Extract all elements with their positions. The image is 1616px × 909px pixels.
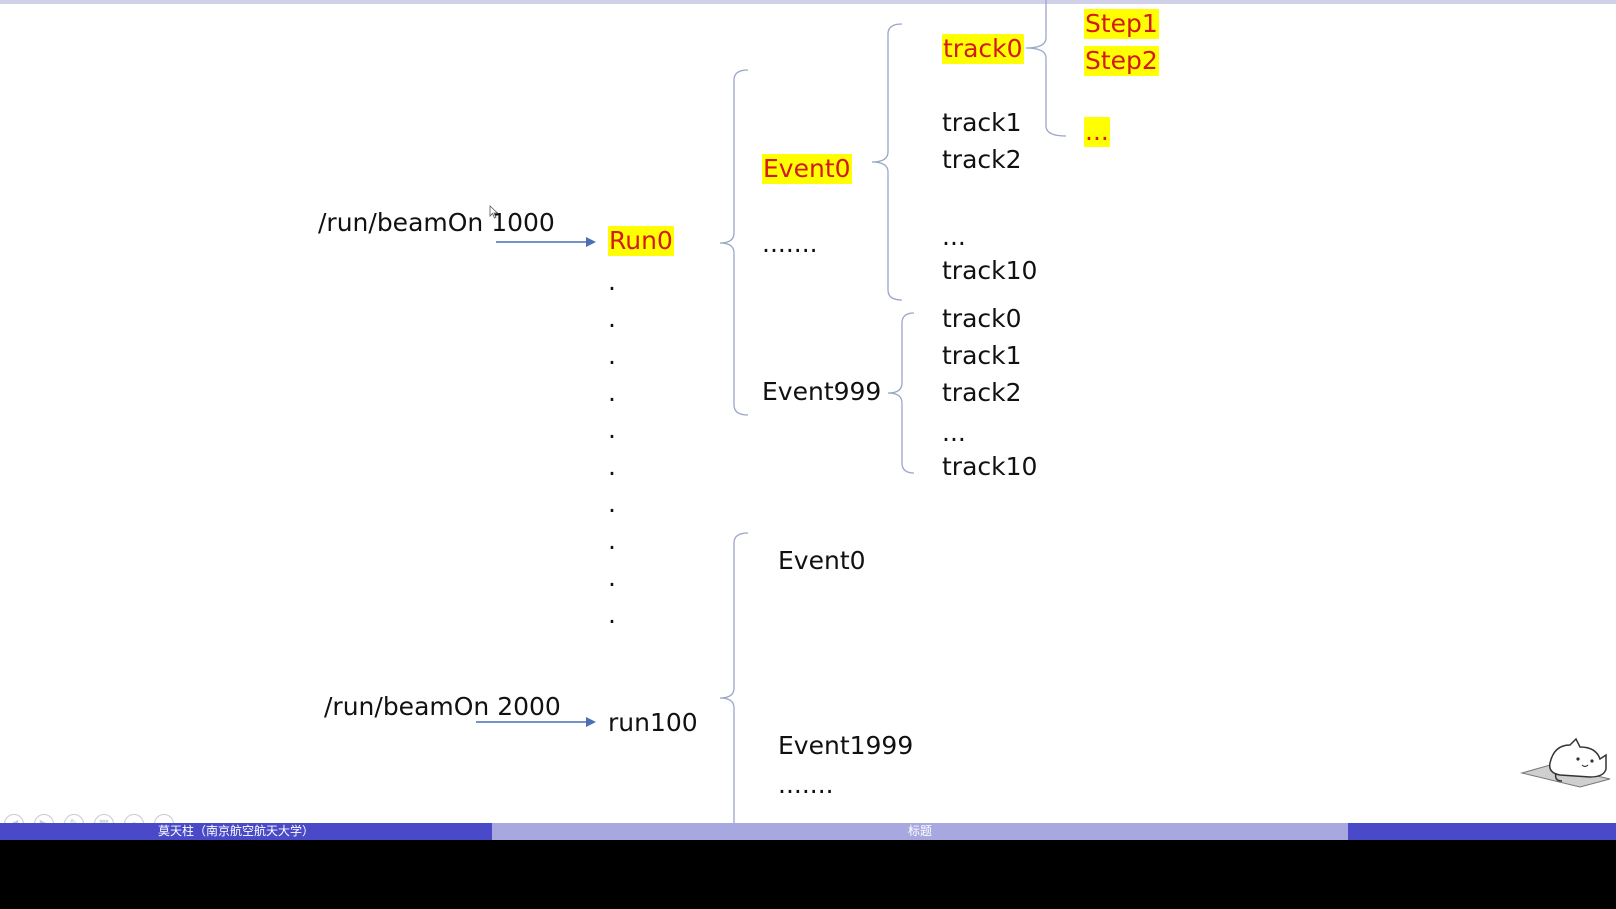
slide-canvas: /run/beamOn 1000 /run/beamOn 2000 Run0 r…: [0, 0, 1616, 823]
event0-track1-label: track1: [942, 108, 1022, 137]
arrowhead-run100: [586, 717, 596, 727]
track0-step1-label: Step1: [1084, 9, 1159, 39]
event0-track10-label: track10: [942, 256, 1038, 285]
brace-event0-tracks: [871, 23, 903, 301]
connector-lines: [476, 0, 1067, 823]
event0-track0-label: track0: [942, 34, 1024, 64]
footer-author: 莫天柱（南京航空航天大学）: [158, 824, 315, 838]
slide-footer: 莫天柱（南京航空航天大学） 标题: [0, 823, 1616, 840]
event999-track0-label: track0: [942, 304, 1022, 333]
brace-run100-events: [719, 532, 749, 823]
run0-label: Run0: [608, 226, 674, 256]
vertical-dot: .: [608, 267, 616, 296]
event999-tracks-ellipsis: ...: [942, 418, 966, 447]
event0-track2-label: track2: [942, 145, 1022, 174]
arrowhead-run0: [586, 237, 596, 247]
footer-page-segment: [1348, 823, 1616, 840]
brace-track0-steps: [1025, 0, 1067, 137]
vertical-dot: .: [608, 415, 616, 444]
vertical-dot: .: [608, 489, 616, 518]
footer-author-segment: 莫天柱（南京航空航天大学）: [0, 823, 492, 840]
run100-events-dots: .......: [778, 770, 834, 799]
mouse-cursor-icon: [489, 205, 499, 219]
command-beamon-1000: /run/beamOn 1000: [318, 208, 555, 237]
vertical-dot: .: [608, 341, 616, 370]
run0-event999-label: Event999: [762, 377, 882, 406]
event999-track2-label: track2: [942, 378, 1022, 407]
run0-event0-label: Event0: [762, 154, 852, 184]
vertical-dot: .: [608, 563, 616, 592]
footer-title: 标题: [907, 824, 932, 838]
run100-label: run100: [608, 708, 698, 737]
run0-events-dots: .......: [762, 229, 818, 258]
vertical-dot: .: [608, 378, 616, 407]
cat-mascot-icon: [1520, 737, 1611, 788]
run100-event1999-label: Event1999: [778, 731, 914, 760]
track0-steps-ellipsis: ...: [1084, 117, 1110, 147]
vertical-dot: .: [608, 526, 616, 555]
footer-title-segment: 标题: [492, 823, 1348, 840]
vertical-dot: .: [608, 452, 616, 481]
event999-track10-label: track10: [942, 452, 1038, 481]
brace-run0-events: [719, 69, 749, 416]
slide-top-border: [0, 0, 1616, 4]
command-beamon-2000: /run/beamOn 2000: [324, 692, 561, 721]
event999-track1-label: track1: [942, 341, 1022, 370]
event0-tracks-ellipsis: ...: [942, 222, 966, 251]
vertical-dot: .: [608, 304, 616, 333]
brace-event999-tracks: [887, 312, 915, 474]
track0-step2-label: Step2: [1084, 46, 1159, 76]
run100-event0-label: Event0: [778, 546, 866, 575]
vertical-dot: .: [608, 600, 616, 629]
